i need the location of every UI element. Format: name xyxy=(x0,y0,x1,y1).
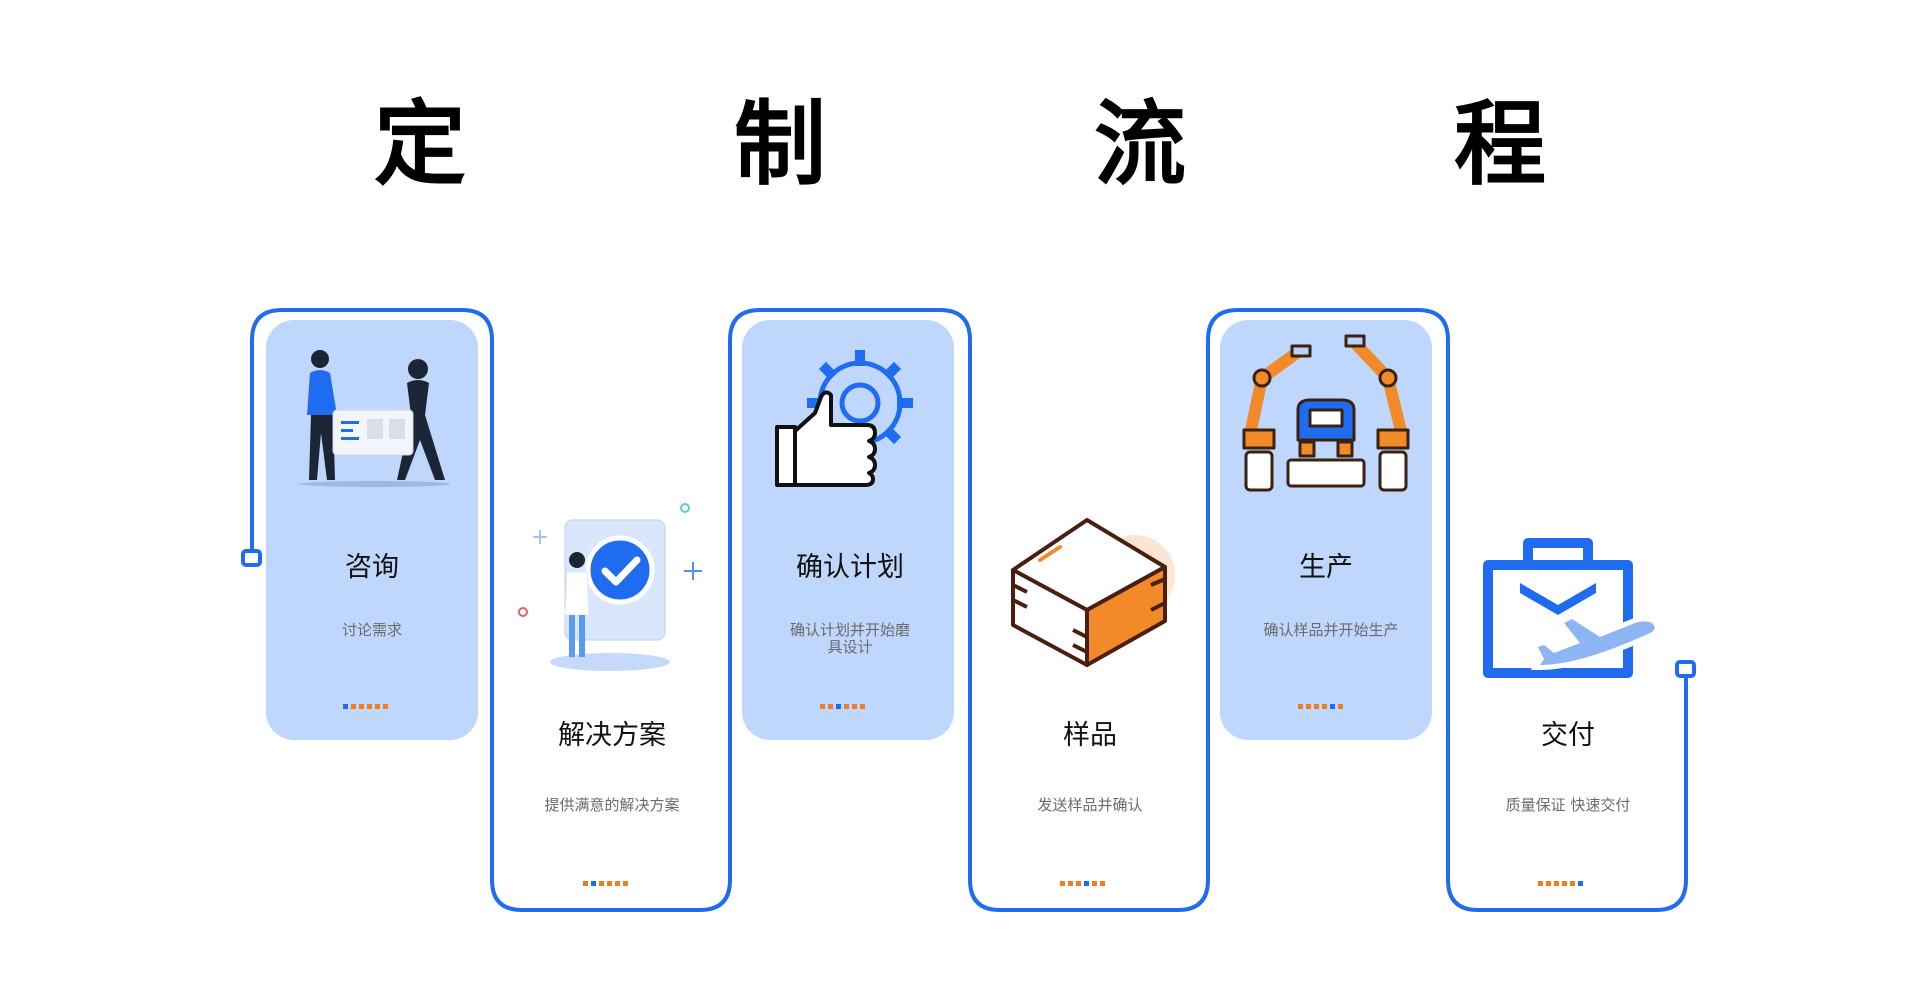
step-dots-consulting xyxy=(343,704,403,709)
step-title-confirm-plan: 确认计划 xyxy=(796,552,904,583)
progress-dot xyxy=(828,704,833,709)
step-title-production: 生产 xyxy=(1299,552,1353,583)
progress-dot xyxy=(1092,881,1097,886)
progress-dot xyxy=(591,881,596,886)
progress-dot xyxy=(1538,881,1543,886)
progress-dot xyxy=(359,704,364,709)
delivery-plane-icon xyxy=(1483,538,1655,678)
progress-dot xyxy=(1060,881,1065,886)
step-dots-confirm-plan xyxy=(820,704,880,709)
progress-dot xyxy=(1084,881,1089,886)
progress-dot xyxy=(623,881,628,886)
step-desc-delivery: 质量保证 快速交付 xyxy=(1505,796,1631,814)
progress-dot xyxy=(351,704,356,709)
step-dots-production xyxy=(1298,704,1358,709)
step-title-sample: 样品 xyxy=(1063,720,1117,751)
progress-dot xyxy=(1554,881,1559,886)
progress-dot xyxy=(820,704,825,709)
progress-dot xyxy=(343,704,348,709)
gear-thumbs-up-icon xyxy=(775,350,913,487)
consulting-people-icon xyxy=(300,350,450,487)
progress-dot xyxy=(1068,881,1073,886)
progress-dot xyxy=(1578,881,1583,886)
progress-dot xyxy=(860,704,865,709)
progress-dot xyxy=(852,704,857,709)
step-dots-solution xyxy=(583,881,643,886)
progress-dot xyxy=(1330,704,1335,709)
progress-dot xyxy=(1570,881,1575,886)
card-consulting xyxy=(266,320,478,740)
step-desc-confirm-plan: 确认计划并开始磨具设计 xyxy=(789,621,910,656)
progress-dot xyxy=(1076,881,1081,886)
progress-dot xyxy=(1100,881,1105,886)
step-title-consulting: 咨询 xyxy=(345,552,399,583)
progress-dot xyxy=(599,881,604,886)
step-dots-delivery xyxy=(1538,881,1598,886)
step-desc-production: 确认样品并开始生产 xyxy=(1263,621,1399,639)
step-dots-sample xyxy=(1060,881,1120,886)
step-title-solution: 解决方案 xyxy=(558,720,666,751)
page-title: 定 制 流 程 xyxy=(373,91,1665,198)
sample-box-icon xyxy=(1011,518,1175,667)
progress-dot xyxy=(1338,704,1343,709)
progress-dot xyxy=(1562,881,1567,886)
robot-arms-icon xyxy=(1242,334,1410,492)
progress-dot xyxy=(583,881,588,886)
progress-dot xyxy=(1322,704,1327,709)
progress-dot xyxy=(615,881,620,886)
progress-dot xyxy=(375,704,380,709)
progress-dot xyxy=(1314,704,1319,709)
step-title-delivery: 交付 xyxy=(1541,720,1595,751)
progress-dot xyxy=(367,704,372,709)
checklist-approval-icon xyxy=(518,503,702,671)
progress-dot xyxy=(836,704,841,709)
step-desc-solution: 提供满意的解决方案 xyxy=(544,796,680,814)
progress-dot xyxy=(1298,704,1303,709)
progress-dot xyxy=(383,704,388,709)
progress-dot xyxy=(1306,704,1311,709)
progress-dot xyxy=(607,881,612,886)
step-desc-consulting: 讨论需求 xyxy=(341,621,402,639)
progress-dot xyxy=(844,704,849,709)
step-desc-sample: 发送样品并确认 xyxy=(1037,796,1143,814)
progress-dot xyxy=(1546,881,1551,886)
